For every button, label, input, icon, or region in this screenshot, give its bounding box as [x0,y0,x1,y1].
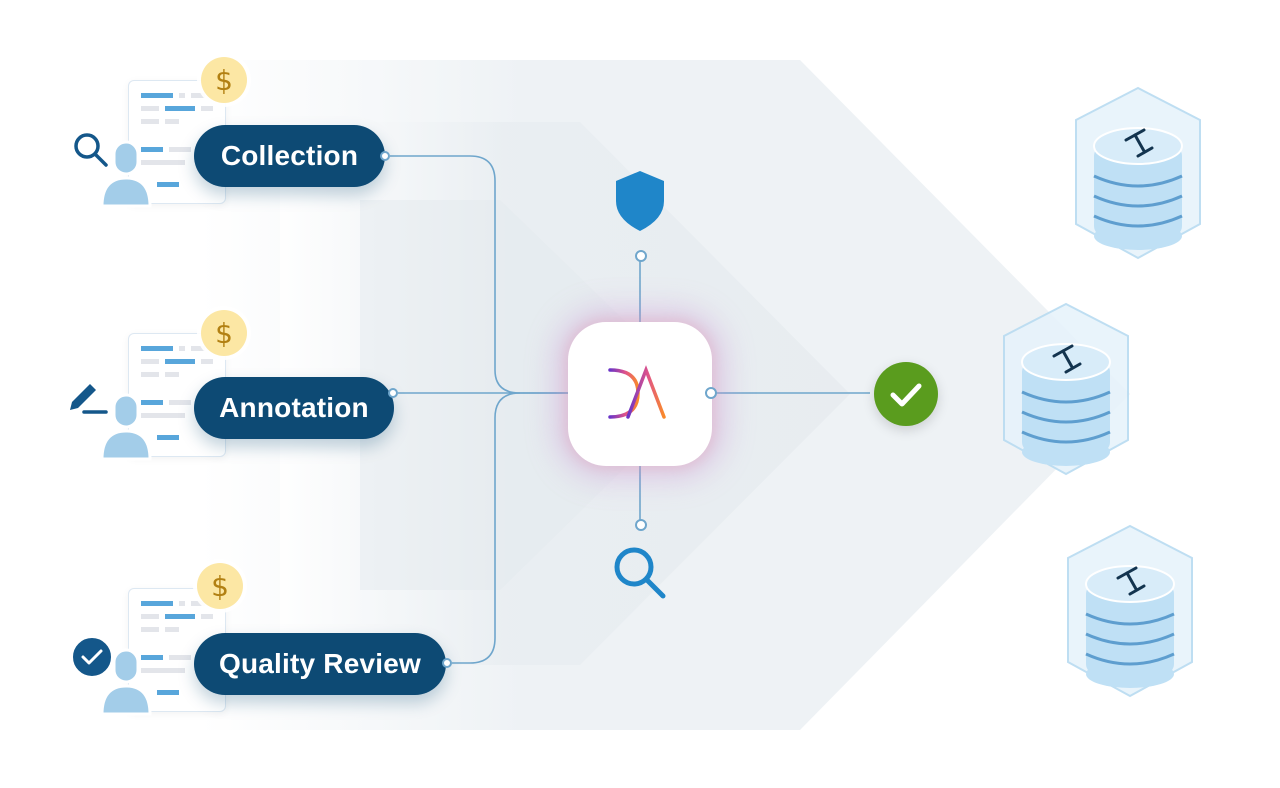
quality-review-pill[interactable]: Quality Review [194,633,446,695]
quality-review-connector-node [442,658,452,668]
database-icon [1003,302,1129,476]
dollar-icon: $ [197,563,243,609]
dai-logo-icon [608,365,672,419]
collection-pill[interactable]: Collection [194,125,385,187]
shield-connector-node [635,250,647,262]
database-icon [1067,524,1193,698]
connector-quality-review [452,392,521,664]
check-circle-icon [874,362,938,426]
text-cursor-icon [1124,128,1154,158]
dollar-icon: $ [201,57,247,103]
hub-output-node [705,387,717,399]
dai-logo-hub[interactable] [568,322,712,466]
chevron-inner [360,200,700,590]
person-icon [100,140,152,208]
shield-icon [616,171,664,231]
text-cursor-icon [1116,566,1146,596]
pen-icon [70,384,108,414]
annotation-connector-node [388,388,398,398]
person-icon [100,393,152,461]
search-icon [74,133,108,167]
check-circle-icon [71,636,113,678]
search-icon [614,547,666,599]
annotation-pill[interactable]: Annotation [194,377,394,439]
collection-connector-node [380,151,390,161]
text-cursor-icon [1052,344,1082,374]
dollar-icon: $ [201,310,247,356]
person-icon [100,648,152,716]
search-connector-node [635,519,647,531]
database-icon [1075,86,1201,260]
connector-collection [390,155,568,394]
